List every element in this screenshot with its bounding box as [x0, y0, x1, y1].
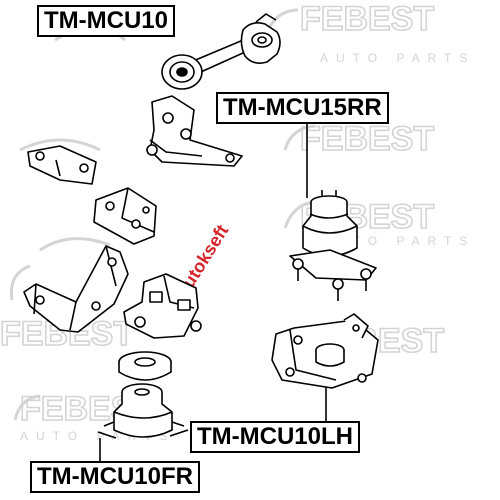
watermark-brand-2: FEBEST	[300, 120, 434, 158]
leader-lines	[99, 124, 327, 461]
left-mount-part	[271, 313, 379, 389]
torque-rod-part	[161, 13, 281, 90]
long-bracket	[23, 245, 129, 333]
angle-bracket	[93, 187, 157, 245]
center-bracket	[123, 273, 202, 339]
rear-mount-part	[289, 190, 377, 301]
part-label-tm-mcu10fr: TM-MCU10FR	[30, 461, 200, 493]
watermark-layer: FEBEST FEBEST FEBEST FEBEST FEBEST FEBES…	[0, 0, 475, 443]
front-mount-part	[97, 383, 189, 439]
upper-bracket	[146, 95, 243, 167]
part-label-tm-mcu15rr: TM-MCU15RR	[216, 92, 389, 124]
watermark-subtitle-1: AUTO PARTS	[320, 51, 475, 65]
part-label-tm-mcu10: TM-MCU10	[37, 5, 175, 37]
part-label-tm-mcu10lh: TM-MCU10LH	[190, 421, 360, 453]
side-bracket	[27, 145, 97, 185]
round-bushing	[118, 351, 172, 381]
watermark-brand-1: FEBEST	[300, 0, 434, 38]
